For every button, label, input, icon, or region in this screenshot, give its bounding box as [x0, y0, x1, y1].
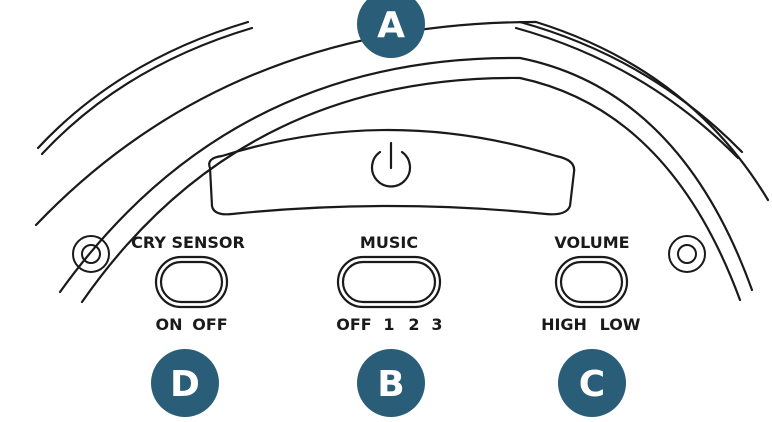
- cry-sensor-option-on: ON: [156, 315, 183, 334]
- svg-text:B: B: [377, 364, 404, 405]
- callout-d: D: [151, 349, 219, 417]
- cry-sensor-switch[interactable]: [154, 255, 229, 309]
- svg-text:C: C: [579, 364, 605, 405]
- volume-option-high: HIGH: [541, 315, 587, 334]
- housing-arcs: [34, 20, 770, 304]
- music-option-2: 2: [408, 315, 419, 334]
- cry-sensor-control: CRY SENSOR ON OFF: [131, 233, 245, 334]
- cry-sensor-option-off: OFF: [192, 315, 227, 334]
- music-control: MUSIC OFF 1 2 3: [336, 233, 442, 334]
- music-option-1: 1: [383, 315, 394, 334]
- volume-option-low: LOW: [600, 315, 641, 334]
- music-label: MUSIC: [360, 233, 418, 252]
- callout-a: A: [357, 0, 425, 58]
- callout-b: B: [357, 349, 425, 417]
- volume-label: VOLUME: [554, 233, 629, 252]
- power-button[interactable]: [208, 128, 576, 216]
- power-icon: [370, 141, 412, 188]
- volume-switch[interactable]: [554, 255, 629, 309]
- music-switch[interactable]: [336, 255, 442, 309]
- music-option-3: 3: [431, 315, 442, 334]
- cry-sensor-label: CRY SENSOR: [131, 233, 245, 252]
- svg-text:D: D: [170, 364, 200, 405]
- volume-control: VOLUME HIGH LOW: [541, 233, 641, 334]
- right-screw-icon: [668, 235, 706, 273]
- callout-c: C: [558, 349, 626, 417]
- svg-text:A: A: [377, 5, 405, 46]
- left-screw-icon: [72, 235, 110, 273]
- music-option-off: OFF: [336, 315, 371, 334]
